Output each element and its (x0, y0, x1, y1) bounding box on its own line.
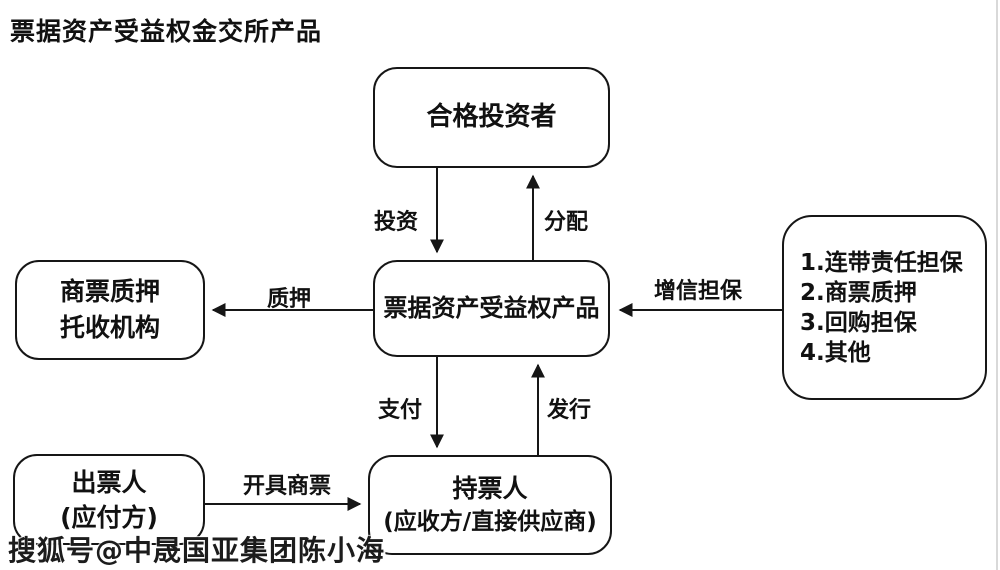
node-pledge-collection-agency: 商票质押 托收机构 (15, 260, 205, 360)
node-bill-holder-line1: 持票人 (452, 474, 528, 504)
edge-label-issue: 发行 (546, 398, 592, 423)
node-guarantee-list: 1.连带责任担保 2.商票质押 3.回购担保 4.其他 (782, 215, 987, 400)
node-pledge-collection-agency-line2: 托收机构 (59, 313, 160, 342)
edge-label-issue-bill: 开具商票 (242, 474, 332, 499)
guarantee-item-2: 2.商票质押 (800, 279, 917, 306)
node-qualified-investor: 合格投资者 (373, 67, 610, 168)
page-title: 票据资产受益权金交所产品 (10, 17, 323, 46)
node-qualified-investor-label: 合格投资者 (426, 102, 557, 133)
node-bill-drawer: 出票人 (应付方) (13, 454, 205, 545)
guarantee-item-4: 4.其他 (800, 339, 871, 366)
watermark: 搜狐号@中晟国亚集团陈小海 (8, 534, 386, 567)
node-bill-drawer-line2: (应付方) (60, 502, 158, 532)
node-bill-beneficiary-product: 票据资产受益权产品 (373, 260, 610, 357)
edge-label-credit-guarantee: 增信担保 (653, 279, 743, 304)
node-pledge-collection-agency-line1: 商票质押 (59, 276, 160, 306)
guarantee-item-3: 3.回购担保 (800, 309, 917, 336)
node-bill-beneficiary-product-label: 票据资产受益权产品 (383, 293, 600, 322)
edge-label-distribute: 分配 (543, 210, 589, 235)
edge-label-pledge: 质押 (266, 287, 312, 312)
edge-label-invest: 投资 (373, 210, 419, 235)
guarantee-item-1: 1.连带责任担保 (800, 249, 963, 276)
node-bill-drawer-line1: 出票人 (71, 467, 147, 497)
edge-label-pay: 支付 (377, 398, 423, 423)
node-bill-holder-line2: (应收方/直接供应商) (383, 509, 597, 536)
node-bill-holder: 持票人 (应收方/直接供应商) (368, 455, 612, 555)
right-edge-divider (996, 0, 998, 570)
